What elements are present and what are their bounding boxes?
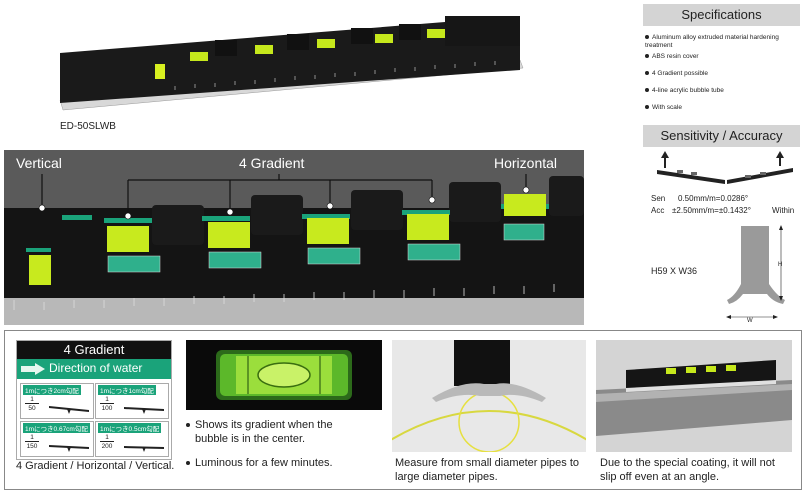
spec-item: With scale [645, 104, 682, 112]
gradient-photo: Vertical 4 Gradient Horizontal [4, 150, 584, 325]
sensitivity-diagram [657, 151, 793, 184]
pipe-caption: Measure from small diameter pipes to lar… [395, 457, 580, 483]
gradient-panel: 4 Gradient Direction of water 1mにつき2cm勾配… [16, 340, 172, 460]
direction-label: Direction of water [49, 361, 143, 375]
bullet-icon [186, 461, 190, 465]
bullet-icon [645, 71, 649, 76]
coating-caption: Due to the special coating, it will not … [600, 457, 775, 483]
gradient-label: 4 Gradient [239, 155, 305, 171]
bullet-icon [186, 423, 190, 427]
width-label: W [747, 318, 753, 324]
sen-label: Sen [651, 194, 666, 203]
coating-pipe-photo [596, 340, 792, 452]
gradient-cell: 1mにつき2cm勾配 1 50 [20, 383, 94, 419]
horizontal-label: Horizontal [494, 155, 558, 171]
level-closeup-illustration [4, 174, 584, 325]
dimension-diagram [726, 225, 785, 319]
bubble-bullet-1: Shows its gradient when the bubble is in… [186, 418, 356, 446]
pipe-measure-photo [392, 340, 586, 452]
within-label: Within [772, 206, 795, 215]
vertical-label: Vertical [16, 155, 62, 171]
model-label: ED-50SLWB [60, 121, 116, 132]
sen-value: 0.50mm/m=0.0286° [678, 194, 749, 203]
dimensions-label: H59 X W36 [651, 266, 698, 276]
bubble-vial-photo [186, 340, 382, 410]
specifications-list: Aluminum alloy extruded material hardeni… [645, 34, 803, 114]
height-label: H [778, 262, 783, 268]
product-photo [59, 16, 524, 111]
bullet-icon [645, 88, 649, 93]
bullet-icon [645, 54, 649, 59]
bubble-bullet-2: Luminous for a few minutes. [186, 456, 356, 470]
gradient-cell: 1mにつき1cm勾配 1 100 [95, 383, 169, 419]
slope-icon [124, 446, 164, 452]
sensitivity-title: Sensitivity / Accuracy [643, 125, 800, 147]
spec-item: Aluminum alloy extruded material hardeni… [645, 34, 779, 49]
acc-value: ±2.50mm/m=±0.1432° [672, 206, 751, 215]
arrow-right-icon [21, 363, 45, 375]
features-strip [4, 330, 802, 490]
acc-label: Acc [651, 206, 665, 215]
gradient-panel-title: 4 Gradient [17, 341, 171, 359]
bullet-icon [645, 35, 649, 40]
bullet-icon [645, 105, 649, 110]
spec-item: 4 Gradient possible [645, 70, 708, 78]
direction-banner: Direction of water [17, 359, 171, 379]
slope-icon [49, 445, 89, 452]
slope-icon [49, 406, 89, 414]
specifications-title: Specifications [643, 4, 800, 26]
gradient-caption: 4 Gradient / Horizontal / Vertical. [16, 460, 175, 472]
gradient-cell: 1mにつき0.67cm勾配 1 150 [20, 421, 94, 457]
spec-item: 4-line acrylic bubble tube [645, 87, 724, 95]
gradient-cell: 1mにつき0.5cm勾配 1 200 [95, 421, 169, 457]
slope-icon [124, 407, 164, 414]
spec-item: ABS resin cover [645, 53, 699, 61]
